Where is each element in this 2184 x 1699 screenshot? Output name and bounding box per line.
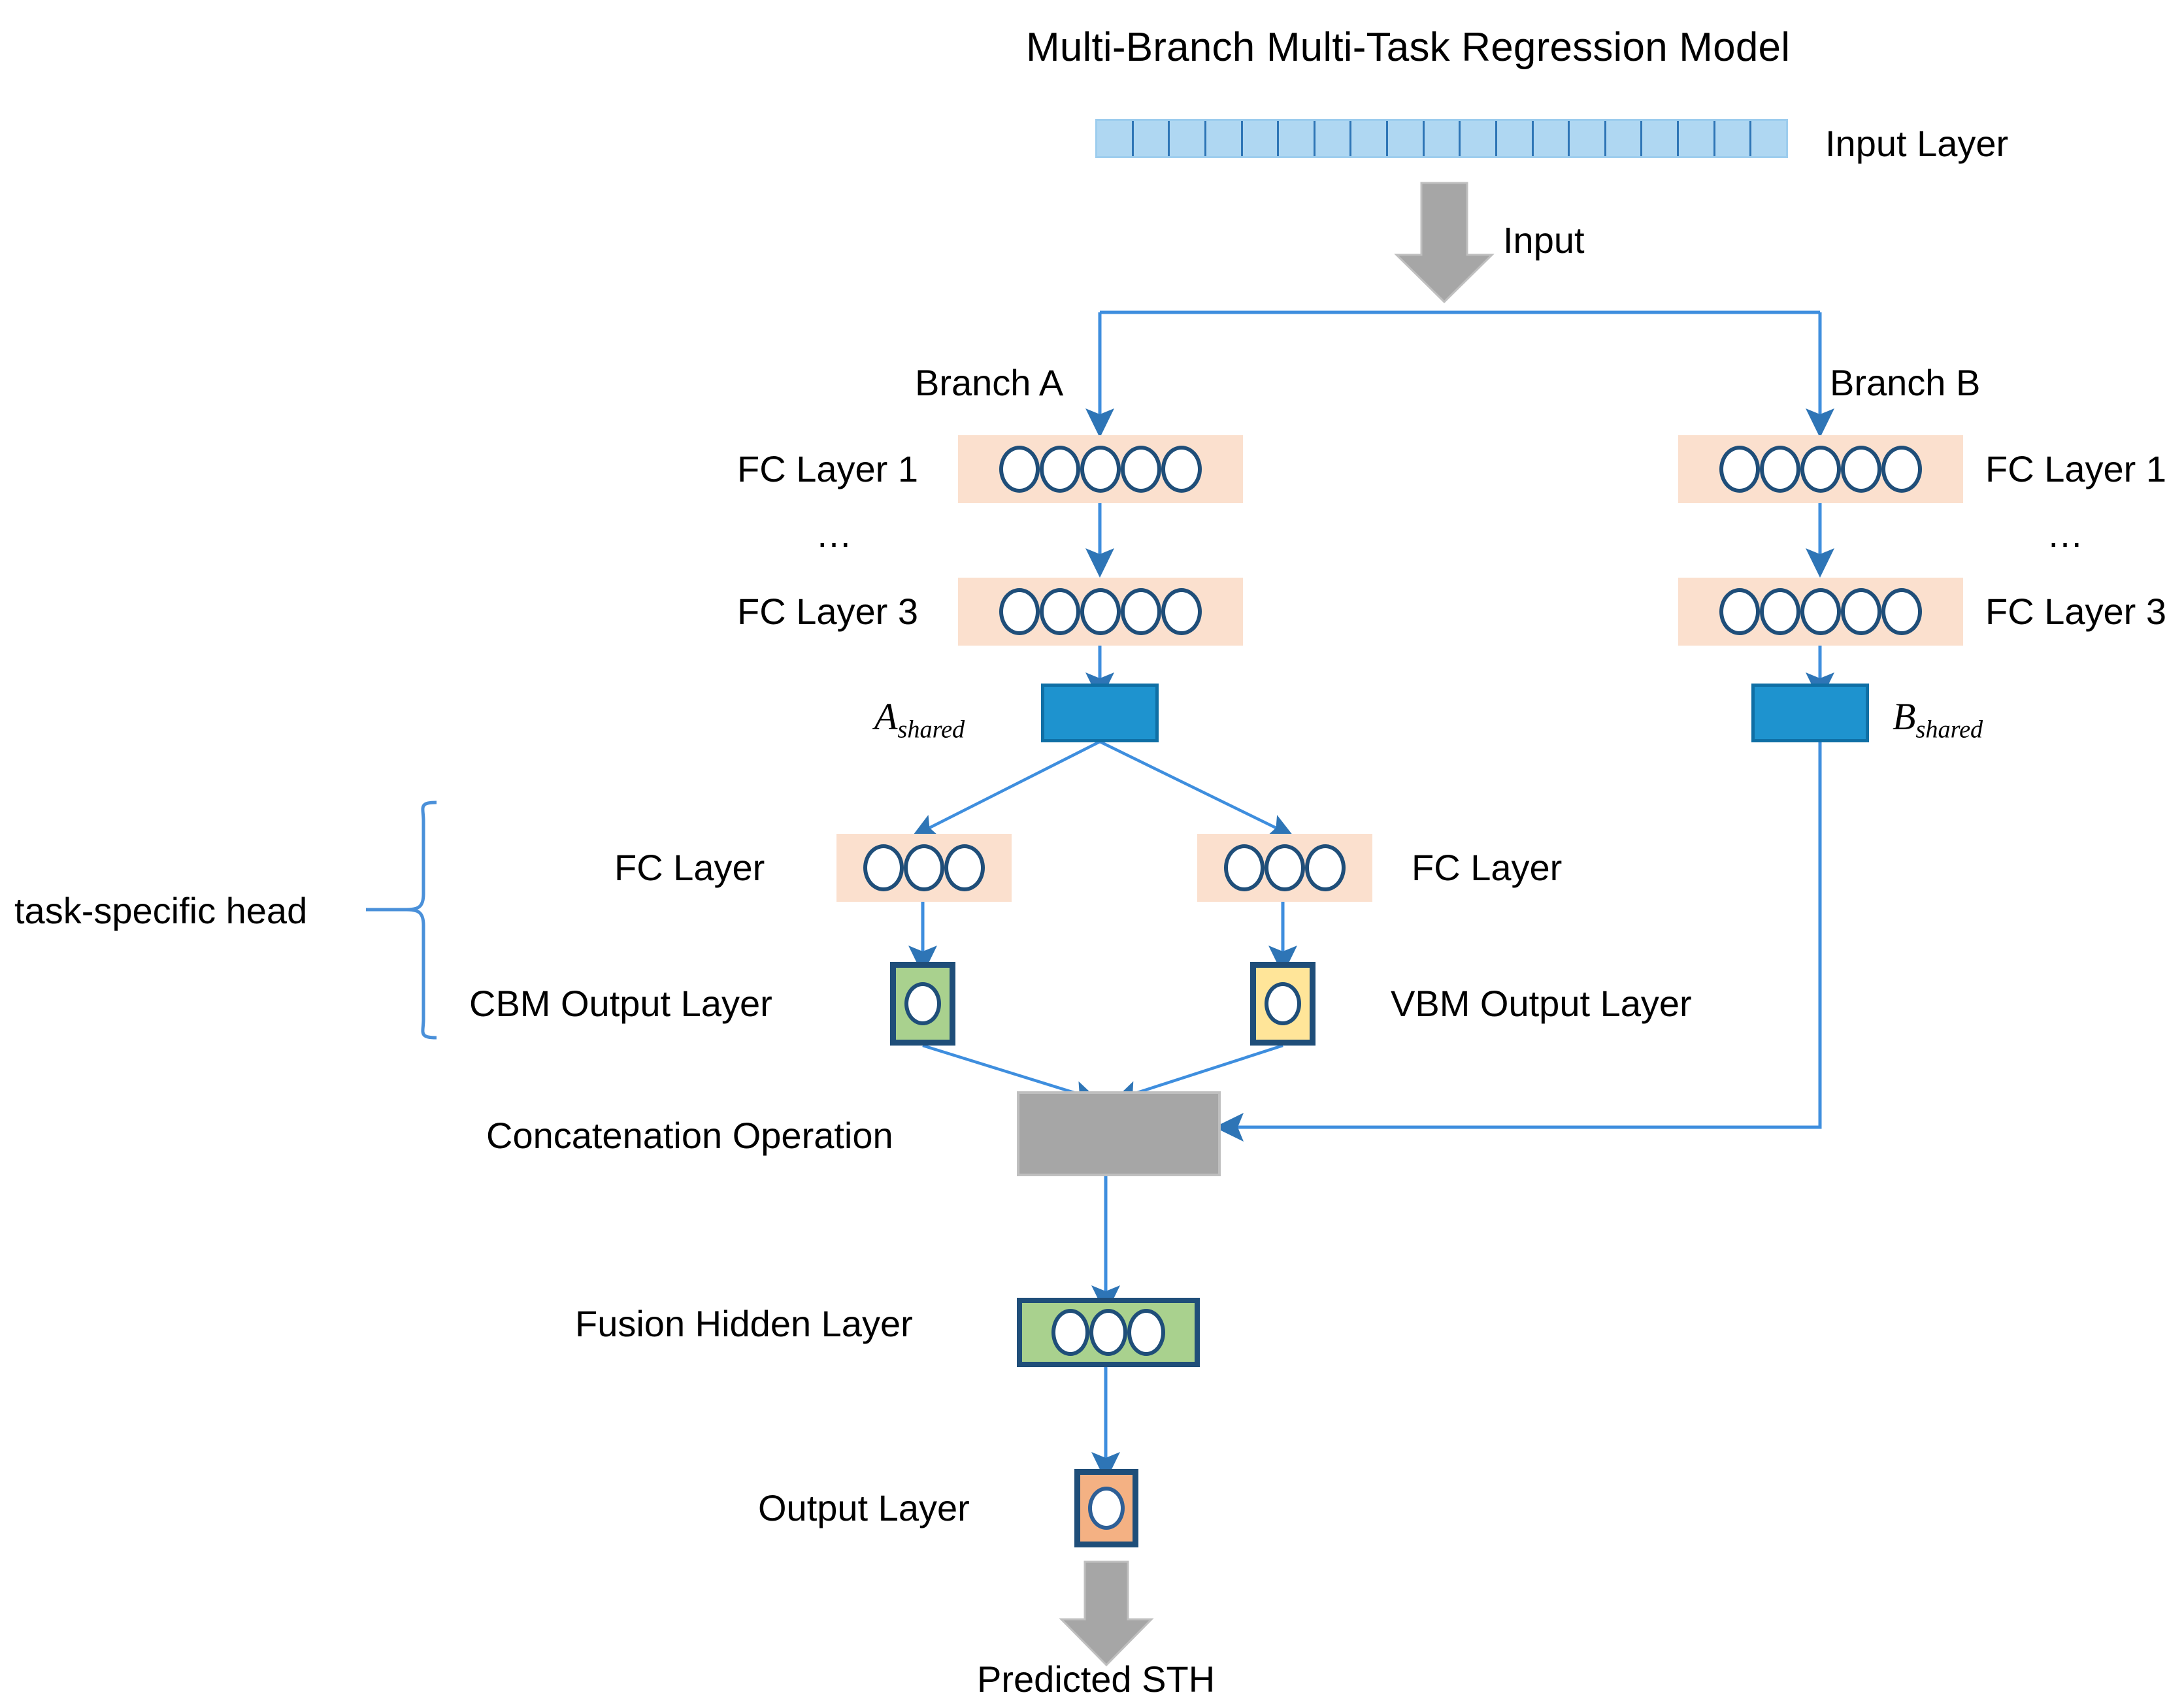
neuron	[1800, 588, 1841, 635]
branch-a-label: Branch A	[915, 362, 1064, 403]
neuron	[1800, 446, 1841, 493]
prediction-block-arrow	[1059, 1560, 1154, 1667]
input-cell	[1351, 121, 1388, 156]
branch-b-fc-layer-3	[1678, 578, 1963, 646]
branch-a-fc1-label: FC Layer 1	[737, 448, 918, 489]
neuron	[1224, 844, 1265, 891]
input-cell	[1497, 121, 1534, 156]
input-cell	[1388, 121, 1425, 156]
branch-b-label: Branch B	[1830, 362, 1981, 403]
input-arrow-label: Input	[1503, 220, 1585, 261]
input-block-arrow	[1394, 182, 1495, 304]
input-cell	[1715, 121, 1752, 156]
input-cell	[1097, 121, 1134, 156]
neuron	[904, 982, 941, 1025]
branch-a-fc3-label: FC Layer 3	[737, 591, 918, 632]
prediction-label: Predicted STH	[977, 1658, 1216, 1699]
a-shared-label: Ashared	[874, 698, 965, 742]
input-layer-label: Input Layer	[1825, 123, 2009, 164]
neuron	[1841, 446, 1881, 493]
neuron	[999, 588, 1040, 635]
neuron	[1841, 588, 1881, 635]
neuron	[1161, 588, 1202, 635]
neuron	[863, 844, 904, 891]
neuron	[1719, 588, 1760, 635]
task-specific-head-label: task-specific head	[14, 890, 308, 931]
a-shared-block	[1041, 684, 1159, 742]
input-cell	[1751, 121, 1786, 156]
branch-a-fc-layer-1	[958, 435, 1243, 503]
input-cell	[1206, 121, 1243, 156]
vbm-output-layer	[1250, 962, 1315, 1046]
branch-a-fc-layer-3	[958, 578, 1243, 646]
a-shared-symbol: A	[874, 695, 898, 738]
page-title: Multi-Branch Multi-Task Regression Model	[1026, 25, 1791, 70]
input-cell	[1425, 121, 1461, 156]
output-layer	[1074, 1469, 1138, 1547]
input-cell	[1279, 121, 1315, 156]
neuron	[1040, 588, 1080, 635]
task-head-left-fc-label: FC Layer	[614, 847, 765, 888]
neuron	[944, 844, 985, 891]
neuron	[1040, 446, 1080, 493]
neuron	[1051, 1309, 1089, 1356]
neuron	[1121, 446, 1161, 493]
b-shared-block	[1751, 684, 1869, 742]
input-cell	[1170, 121, 1206, 156]
a-shared-subscript: shared	[897, 716, 965, 744]
input-cell	[1642, 121, 1679, 156]
task-head-left-fc-layer	[836, 834, 1012, 902]
fusion-hidden-layer	[1017, 1298, 1200, 1367]
cbm-output-layer-label: CBM Output Layer	[469, 983, 772, 1024]
b-shared-symbol: B	[1893, 695, 1916, 738]
output-layer-label: Output Layer	[758, 1487, 970, 1528]
branch-b-fc3-label: FC Layer 3	[1985, 591, 2166, 632]
input-cell	[1570, 121, 1606, 156]
task-head-right-fc-layer	[1197, 834, 1372, 902]
fusion-hidden-layer-label: Fusion Hidden Layer	[575, 1303, 913, 1344]
neuron	[1161, 446, 1202, 493]
neuron	[1760, 588, 1800, 635]
b-shared-subscript: shared	[1915, 716, 1983, 744]
input-cell	[1534, 121, 1570, 156]
neuron	[1088, 1487, 1125, 1530]
neuron	[1719, 446, 1760, 493]
branch-b-fc-layer-1	[1678, 435, 1963, 503]
neuron	[904, 844, 944, 891]
input-cell	[1243, 121, 1280, 156]
concatenation-block	[1017, 1091, 1221, 1176]
input-cell	[1461, 121, 1497, 156]
neuron	[1080, 588, 1121, 635]
neuron	[1089, 1309, 1127, 1356]
neuron	[1265, 982, 1301, 1025]
input-cell	[1606, 121, 1643, 156]
neuron	[1121, 588, 1161, 635]
b-shared-label: Bshared	[1893, 698, 1983, 742]
neuron	[1881, 446, 1922, 493]
cbm-output-layer	[890, 962, 955, 1046]
neuron	[1127, 1309, 1165, 1356]
neuron	[1080, 446, 1121, 493]
branch-b-fc1-label: FC Layer 1	[1985, 448, 2166, 489]
task-head-right-fc-label: FC Layer	[1412, 847, 1563, 888]
neuron	[999, 446, 1040, 493]
neuron	[1881, 588, 1922, 635]
input-cell	[1679, 121, 1715, 156]
branch-a-ellipsis: …	[816, 514, 856, 555]
input-cell	[1134, 121, 1170, 156]
vbm-output-layer-label: VBM Output Layer	[1391, 983, 1692, 1024]
neuron	[1305, 844, 1346, 891]
neuron	[1760, 446, 1800, 493]
neuron	[1265, 844, 1305, 891]
concatenation-label: Concatenation Operation	[486, 1115, 893, 1156]
input-cell	[1315, 121, 1352, 156]
branch-b-ellipsis: …	[2047, 514, 2087, 555]
input-layer-strip	[1095, 119, 1788, 158]
